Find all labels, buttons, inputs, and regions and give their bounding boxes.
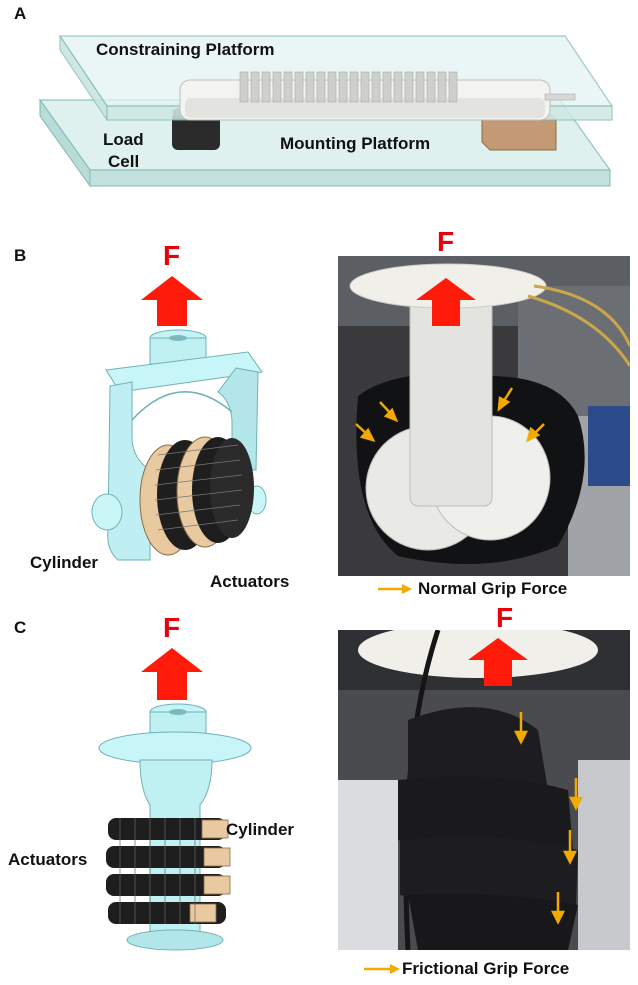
force-arrow-c (141, 648, 203, 700)
cylinder-label-b: Cylinder (30, 553, 99, 572)
force-label-b: F (163, 240, 181, 271)
actuators-label-b: Actuators (210, 572, 290, 591)
photo-force-label-b: F (437, 226, 455, 257)
legend-label-c: Frictional Grip Force (402, 959, 570, 978)
actuators-label-c: Actuators (8, 850, 88, 869)
photo-frictional-grip (338, 630, 630, 950)
force-label-c: F (163, 612, 181, 643)
photo-normal-grip (338, 256, 630, 576)
panel-c-letter: C (14, 618, 27, 637)
actuator-rolls-b (139, 436, 254, 556)
actuator-body-a (179, 71, 576, 121)
cylinder-label-c: Cylinder (226, 820, 295, 839)
constraining-platform-label: Constraining Platform (96, 40, 275, 59)
load-cell-label-line1: Load (103, 130, 144, 149)
photo-normal-grip-drawing (338, 256, 630, 576)
photo-frictional-grip-drawing (338, 630, 630, 950)
legend-label-b: Normal Grip Force (418, 579, 568, 598)
load-cell-label-line2: Cell (108, 152, 140, 171)
gripper-frame-b (91, 329, 267, 561)
actuator-rings-c (106, 818, 231, 924)
force-arrow-b (141, 276, 203, 326)
panel-b-letter: B (14, 246, 27, 265)
mounting-platform-label: Mounting Platform (280, 134, 431, 153)
photo-force-label-c: F (496, 602, 514, 633)
panel-a-letter: A (14, 4, 27, 23)
